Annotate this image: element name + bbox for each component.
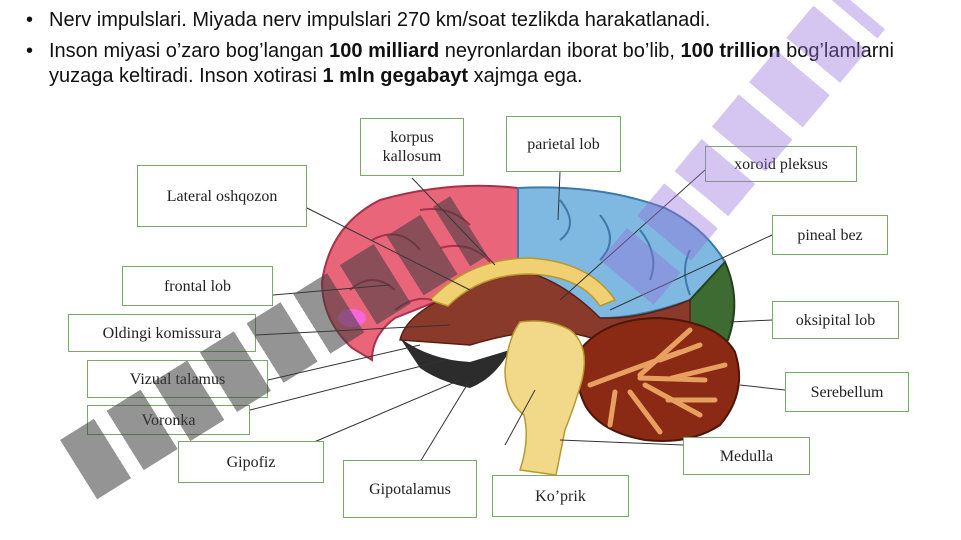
bullet-list: Nerv impulslari. Miyada nerv impulslari … <box>22 8 942 95</box>
label-parietal-lob: parietal lob <box>506 116 621 172</box>
label-xoroid-pleksus: xoroid pleksus <box>705 146 857 182</box>
label-serebellum: Serebellum <box>785 372 909 412</box>
parietal-gyri <box>559 199 691 296</box>
label-voronka: Voronka <box>87 405 250 435</box>
cerebellum-tree <box>587 327 728 435</box>
highlight-spot <box>338 309 366 327</box>
label-pineal-bez: pineal bez <box>772 215 888 255</box>
label-korpus-kallosum: korpus kallosum <box>360 118 464 176</box>
bullet-1: Nerv impulslari. Miyada nerv impulslari … <box>22 8 942 33</box>
label-koprik: Ko’prik <box>492 475 629 517</box>
label-vizual-talamus: Vizual talamus <box>87 360 268 398</box>
label-medulla: Medulla <box>683 437 810 475</box>
bullet-2: Inson miyasi o’zaro bog’langan 100 milli… <box>22 39 942 89</box>
label-oldingi-komissura: Oldingi komissura <box>68 314 256 352</box>
label-gipofiz: Gipofiz <box>178 441 324 483</box>
label-lateral-oshqozon: Lateral oshqozon <box>137 165 307 227</box>
label-frontal-lob: frontal lob <box>122 266 273 306</box>
brainstem-region <box>504 320 585 476</box>
label-oksipital-lob: oksipital lob <box>772 301 899 339</box>
label-gipotalamus: Gipotalamus <box>343 460 477 518</box>
